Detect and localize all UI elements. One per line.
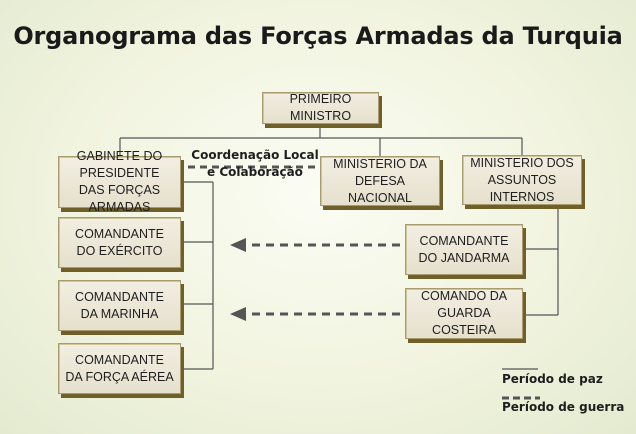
node-marinha: COMANDANTE DA MARINHA: [58, 280, 181, 331]
coordination-label: Coordenação Local e Colaboração: [191, 148, 319, 179]
node-jandarma: COMANDANTE DO JANDARMA: [405, 224, 523, 275]
node-defesa-nacional: MINISTERIO DA DEFESA NACIONAL: [320, 156, 440, 206]
arrowhead-guarda: [230, 307, 246, 321]
node-forca-aerea: COMANDANTE DA FORÇA AÉREA: [58, 343, 181, 394]
node-gabinete: GABINETE DO PRESIDENTE DAS FORÇAS ARMADA…: [58, 149, 181, 214]
legend-peace-label: Período de paz: [502, 372, 603, 386]
page-title: Organograma das Forças Armadas da Turqui…: [13, 22, 623, 50]
arrowhead-jandarma: [230, 238, 246, 252]
node-assuntos-internos: MINISTERIO DOS ASSUNTOS INTERNOS: [462, 155, 582, 205]
legend-war-label: Período de guerra: [502, 400, 625, 414]
node-primeiro-ministro: PRIMEIRO MINISTRO: [262, 92, 379, 124]
node-guarda-costeira: COMANDO DA GUARDA COSTEIRA: [405, 288, 523, 339]
node-exercito: COMANDANTE DO EXÉRCITO: [58, 217, 181, 268]
